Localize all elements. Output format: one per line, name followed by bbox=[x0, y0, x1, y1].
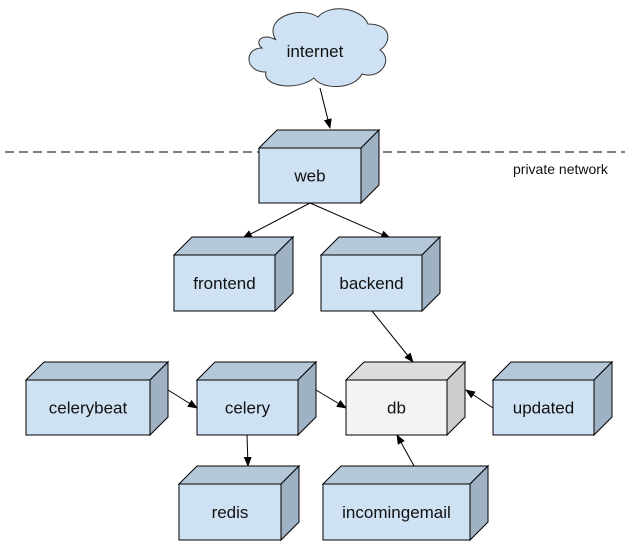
updated-node-front bbox=[492, 379, 595, 436]
celerybeat-node-top bbox=[24, 361, 170, 381]
internet-label: internet bbox=[287, 42, 344, 61]
edge-celerybeat-to-celery bbox=[167, 389, 198, 409]
updated-node: updated bbox=[491, 360, 614, 437]
frontend-label: frontend bbox=[193, 274, 255, 293]
edge-web-to-frontend bbox=[242, 202, 311, 239]
incomingemail-node-top bbox=[321, 465, 490, 485]
redis-label: redis bbox=[212, 503, 249, 522]
edge-backend-to-db bbox=[371, 310, 414, 363]
nodes: web frontend backend celerybeat celery db upda… bbox=[24, 128, 614, 542]
frontend-node-front bbox=[173, 254, 276, 312]
edge-celery-to-db bbox=[315, 389, 347, 409]
redis-node-front bbox=[178, 483, 282, 541]
incomingemail-label: incomingemail bbox=[342, 503, 451, 522]
web-label: web bbox=[293, 167, 325, 186]
updated-node-top bbox=[491, 361, 614, 381]
redis-node-top bbox=[177, 465, 301, 485]
incomingemail-node-front bbox=[322, 483, 471, 541]
celerybeat-node-front bbox=[25, 379, 151, 436]
internet-cloud: internet bbox=[248, 8, 389, 88]
celery-node-top bbox=[195, 361, 318, 381]
celery-label: celery bbox=[225, 399, 271, 418]
web-node-front bbox=[258, 147, 362, 204]
incomingemail-node: incomingemail bbox=[321, 464, 490, 542]
web-node: web bbox=[257, 128, 381, 205]
db-label: db bbox=[387, 399, 406, 418]
backend-node-top bbox=[319, 236, 442, 256]
backend-node: backend bbox=[319, 235, 442, 313]
db-node-front bbox=[345, 379, 448, 436]
backend-label: backend bbox=[339, 274, 403, 293]
frontend-node: frontend bbox=[172, 235, 295, 313]
celerybeat-label: celerybeat bbox=[49, 399, 128, 418]
redis-node: redis bbox=[177, 464, 301, 542]
edge-updated-to-db bbox=[465, 389, 494, 409]
frontend-node-top bbox=[172, 236, 295, 256]
edge-incomingemail-to-db bbox=[396, 434, 415, 467]
db-node-top bbox=[344, 361, 467, 381]
edge-internet-to-web bbox=[319, 87, 332, 129]
edge-web-to-backend bbox=[309, 202, 391, 239]
celerybeat-node: celerybeat bbox=[24, 360, 170, 437]
private-network-label: private network bbox=[513, 161, 609, 177]
celery-node-front bbox=[196, 379, 299, 436]
db-node: db bbox=[344, 360, 467, 437]
web-node-top bbox=[257, 129, 381, 149]
edge-celery-to-redis bbox=[243, 434, 252, 467]
edges bbox=[167, 87, 494, 467]
backend-node-front bbox=[320, 254, 423, 312]
celery-node: celery bbox=[195, 360, 318, 437]
updated-label: updated bbox=[513, 399, 574, 418]
